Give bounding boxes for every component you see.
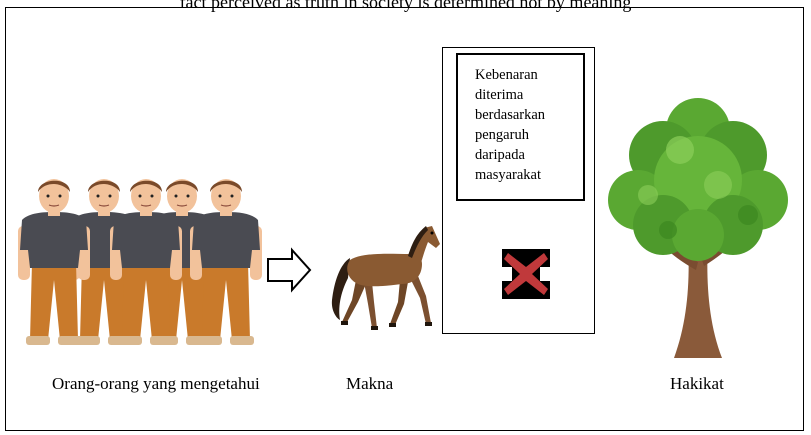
person-figure bbox=[190, 179, 262, 345]
people-label: Orang-orang yang mengetahui bbox=[52, 374, 260, 393]
horse-illustration bbox=[331, 226, 440, 330]
person-figure bbox=[18, 179, 90, 345]
cross-icon bbox=[502, 249, 550, 299]
note-box: Kebenaran diterima berdasarkan pengaruh … bbox=[456, 53, 585, 201]
essence-label: Hakikat bbox=[670, 374, 724, 393]
people-group-illustration bbox=[18, 179, 262, 345]
person-figure bbox=[110, 179, 182, 345]
diagram-frame bbox=[5, 7, 804, 431]
meaning-label: Makna bbox=[346, 374, 394, 393]
arrow-right-icon bbox=[267, 247, 312, 293]
tree-illustration bbox=[608, 98, 788, 358]
top-caption: fact perceived as truth in society is de… bbox=[179, 0, 632, 12]
